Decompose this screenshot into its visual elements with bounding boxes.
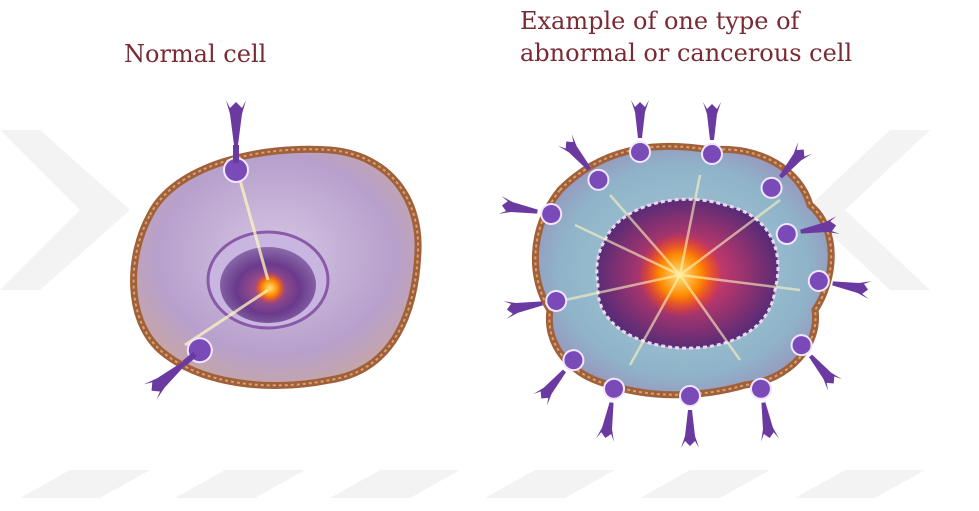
receptor-icon bbox=[224, 100, 248, 182]
receptor-icon bbox=[702, 102, 722, 164]
receptor-icon bbox=[749, 377, 779, 442]
abnormal-cell bbox=[498, 100, 871, 448]
normal-cell-label: Normal cell bbox=[124, 38, 266, 70]
receptor-icon bbox=[680, 386, 700, 448]
abnormal-cell-label-line1: Example of one type of bbox=[520, 5, 852, 37]
abnormal-cell-label-line2: abnormal or cancerous cell bbox=[520, 37, 852, 69]
normal-cell bbox=[134, 100, 419, 401]
normal-core bbox=[254, 272, 286, 304]
receptor-icon bbox=[595, 377, 625, 442]
abnormal-cell-label: Example of one type of abnormal or cance… bbox=[520, 5, 852, 69]
receptor-icon bbox=[630, 100, 650, 162]
